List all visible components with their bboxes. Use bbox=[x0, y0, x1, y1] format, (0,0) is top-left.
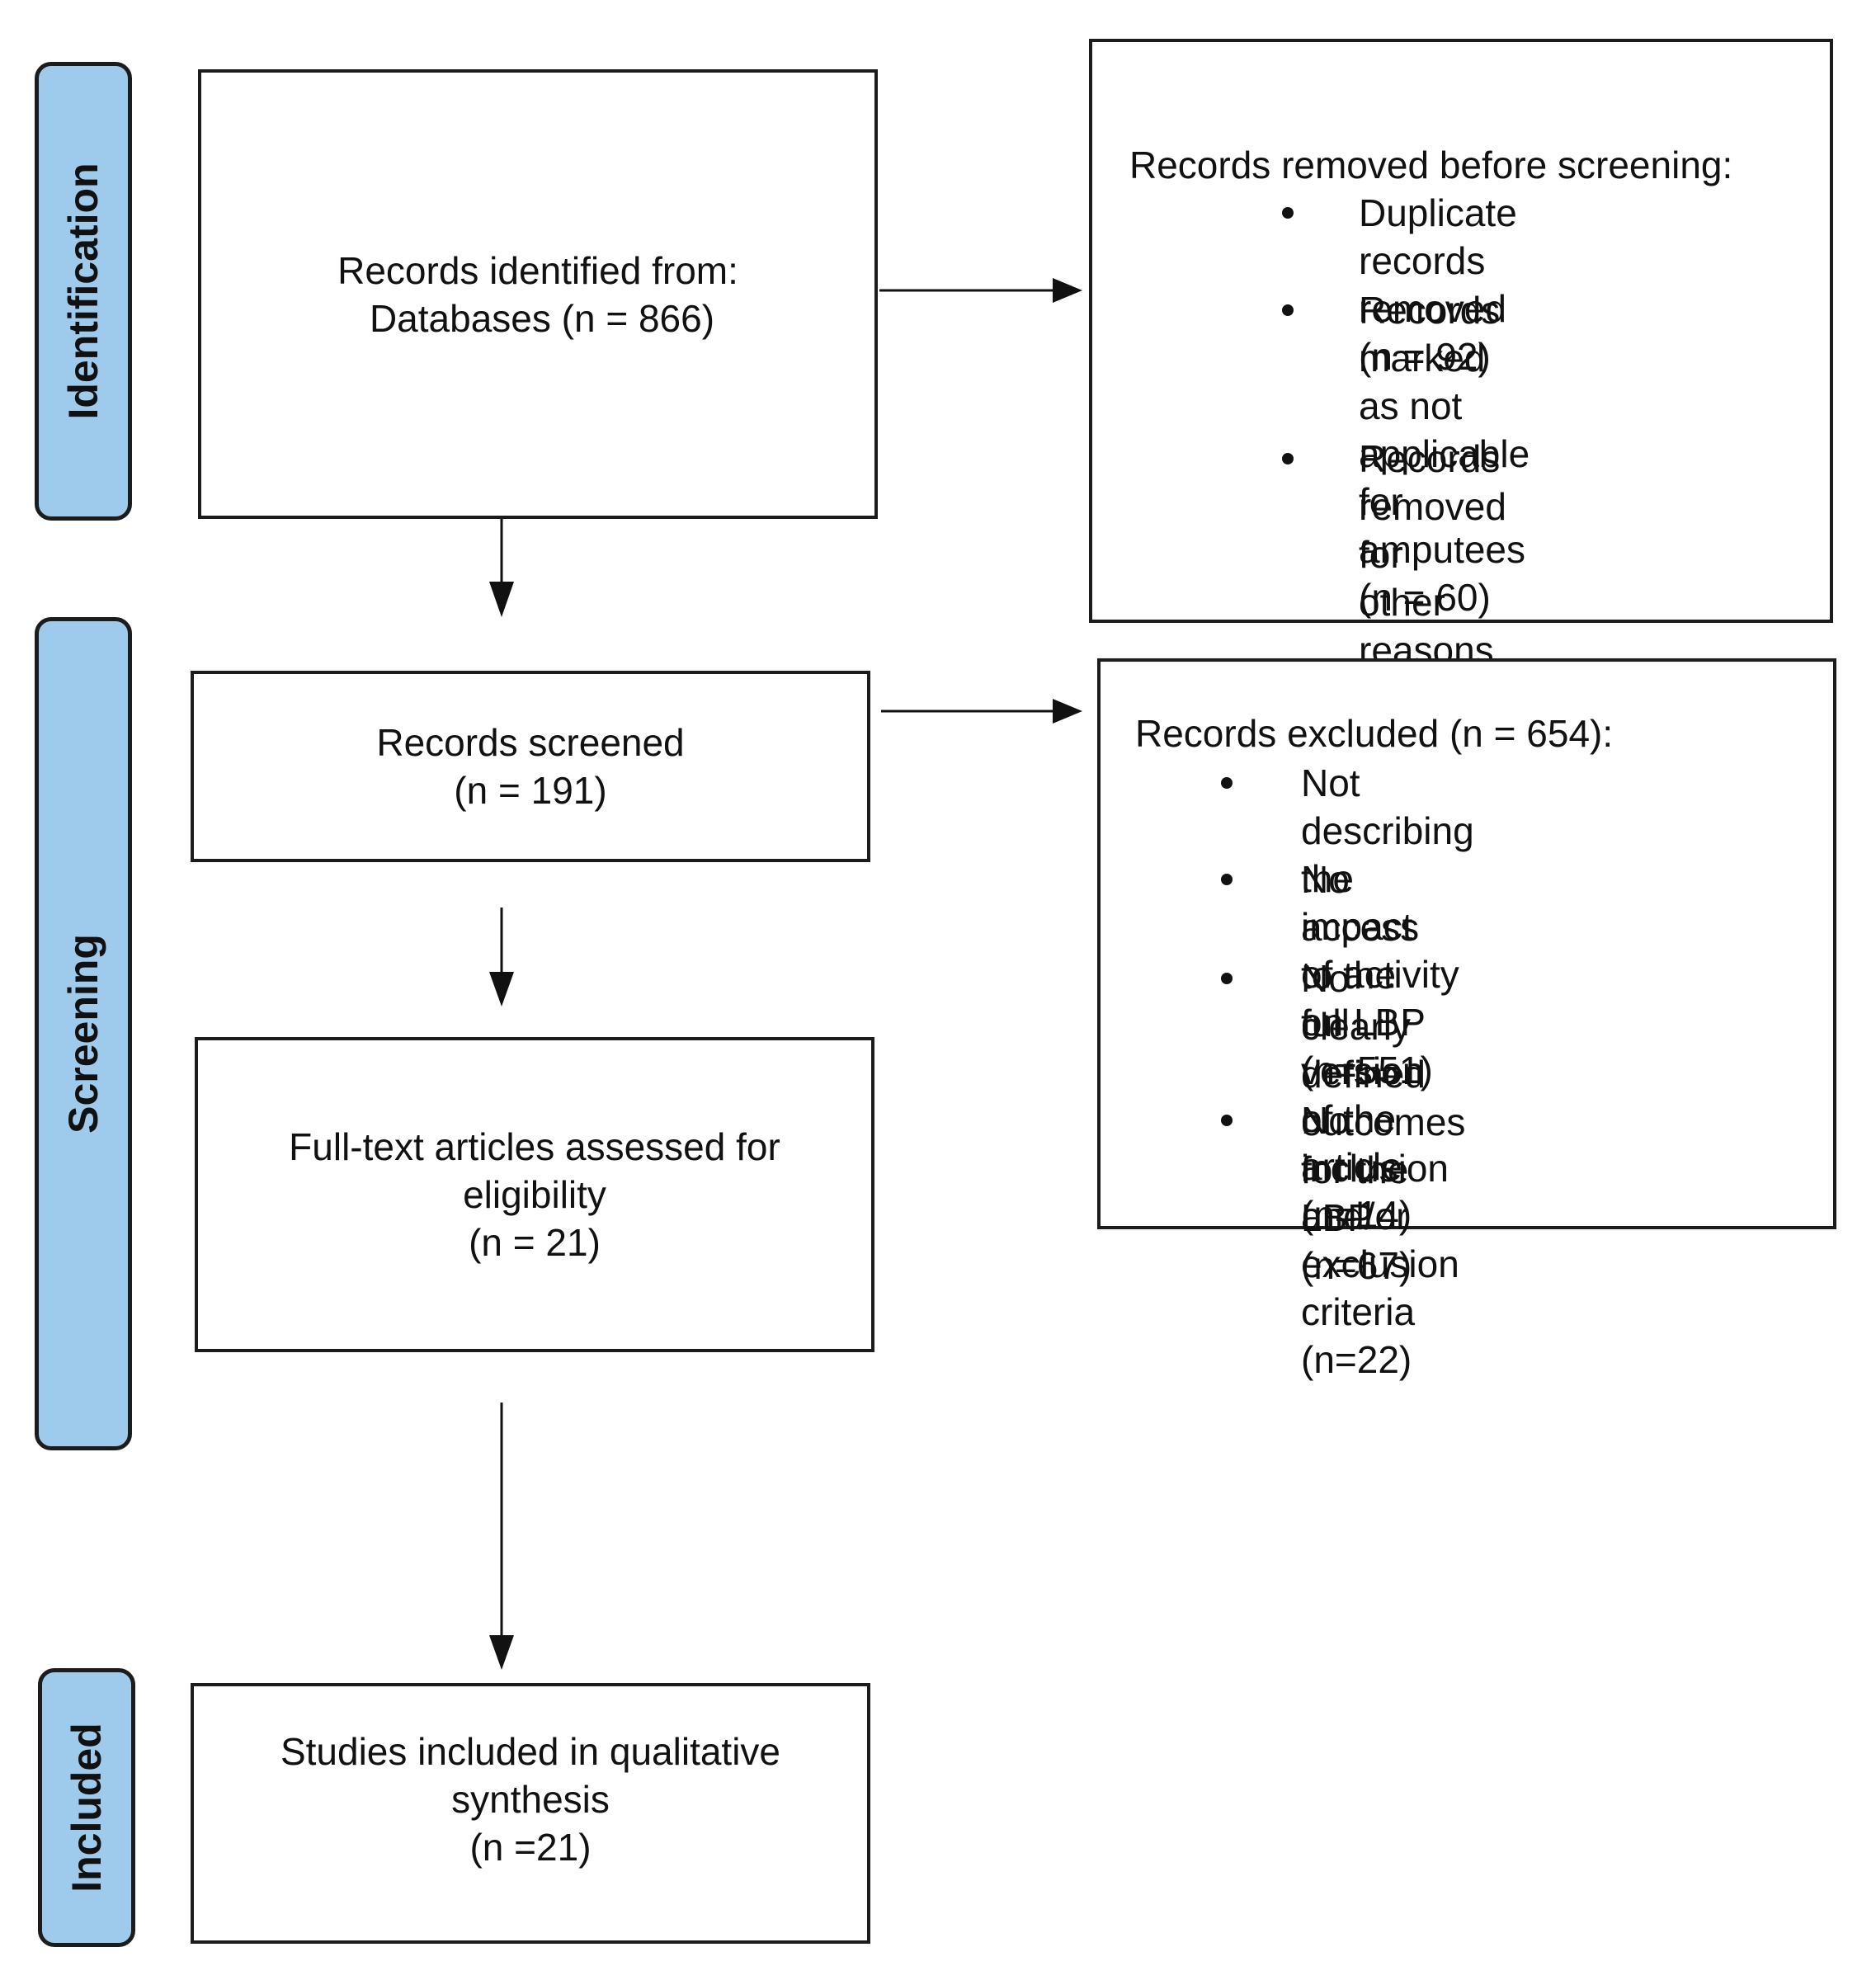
records-screened-count: (n = 191) bbox=[454, 769, 607, 812]
records-excluded-title: Records excluded (n = 654): bbox=[1135, 712, 1614, 755]
fulltext-count: (n = 21) bbox=[469, 1221, 601, 1264]
stage-screening: Screening bbox=[35, 617, 132, 1450]
records-identified-count: Databases (n = 866) bbox=[369, 296, 715, 340]
records-identified-box: Records identified from: Databases (n = … bbox=[198, 69, 878, 519]
bullet-icon bbox=[1282, 304, 1294, 316]
studies-included-heading-line1: Studies included in qualitative bbox=[280, 1730, 781, 1773]
records-screened-box: Records screened (n = 191) bbox=[191, 671, 870, 862]
fulltext-heading-line1: Full-text articles assessed for bbox=[289, 1125, 780, 1168]
studies-included-count: (n =21) bbox=[469, 1826, 592, 1869]
arrow-identified-to-removed bbox=[879, 278, 1082, 303]
bullet-icon bbox=[1221, 973, 1233, 984]
arrow-screened-to-excluded bbox=[881, 699, 1082, 724]
bullet-icon bbox=[1282, 453, 1294, 464]
stage-included: Included bbox=[38, 1668, 135, 1947]
studies-included-heading-line2: synthesis bbox=[451, 1778, 610, 1821]
records-identified-heading: Records identified from: bbox=[337, 248, 738, 292]
fulltext-assessed-box: Full-text articles assessed for eligibil… bbox=[195, 1037, 874, 1352]
arrow-identified-to-screened bbox=[489, 519, 514, 617]
stage-identification: Identification bbox=[35, 62, 132, 521]
arrow-screened-to-fulltext bbox=[489, 908, 514, 1007]
records-excluded-box: Records excluded (n = 654): Not describi… bbox=[1097, 658, 1836, 1381]
bullet-icon bbox=[1282, 207, 1294, 219]
records-screened-heading: Records screened bbox=[376, 721, 685, 764]
bullet-icon bbox=[1221, 1115, 1233, 1126]
bullet-icon bbox=[1221, 777, 1233, 789]
records-removed-title: Records removed before screening: bbox=[1129, 144, 1733, 186]
bullet-icon bbox=[1221, 874, 1233, 885]
arrow-fulltext-to-included bbox=[489, 1403, 514, 1670]
studies-included-box: Studies included in qualitative synthesi… bbox=[191, 1683, 870, 1944]
fulltext-heading-line2: eligibility bbox=[463, 1173, 606, 1216]
